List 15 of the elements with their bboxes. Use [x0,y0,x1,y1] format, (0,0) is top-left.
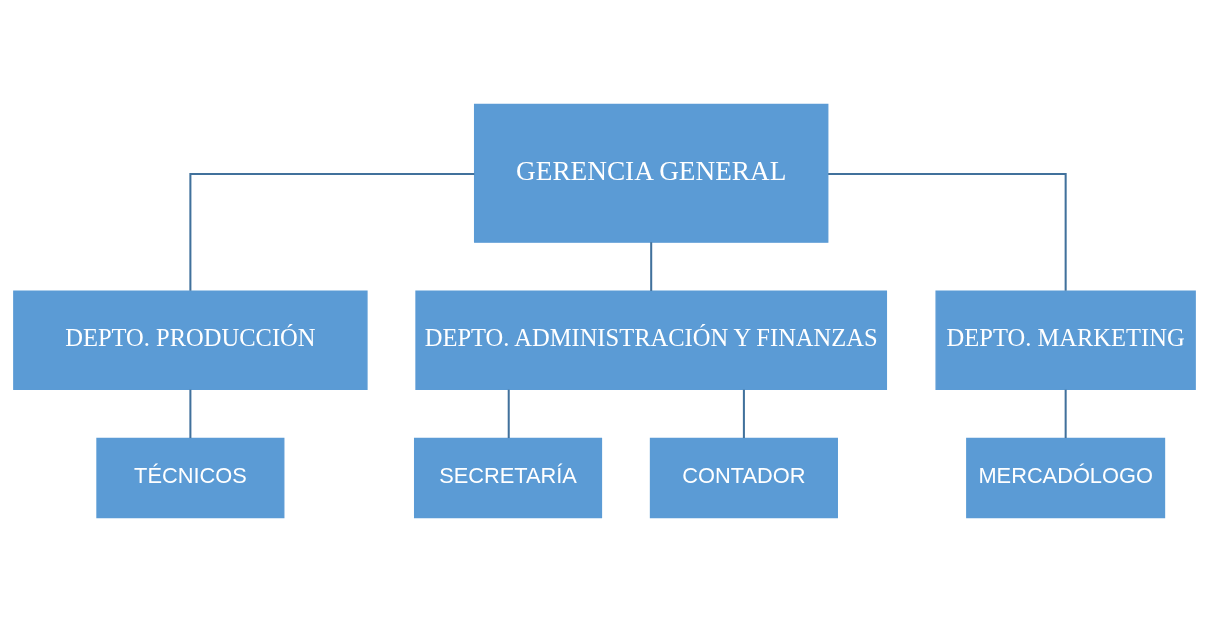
node-box: SECRETARÍA [413,437,603,518]
node-box: DEPTO. PRODUCCIÓN [13,290,368,390]
connector [650,241,653,291]
node-box: TÉCNICOS [96,437,285,518]
connector [189,389,192,438]
node-box: DEPTO. ADMINISTRACIÓN Y FINANZAS [415,290,888,390]
node-box: MERCADÓLOGO [966,437,1166,518]
connector [828,172,1067,291]
connector [742,389,745,438]
connector [1064,389,1067,438]
node-box: DEPTO. MARKETING [935,290,1196,390]
node-box: GERENCIA GENERAL [473,103,829,243]
connector [189,172,475,291]
node-box: CONTADOR [649,437,838,518]
connector [507,389,510,438]
